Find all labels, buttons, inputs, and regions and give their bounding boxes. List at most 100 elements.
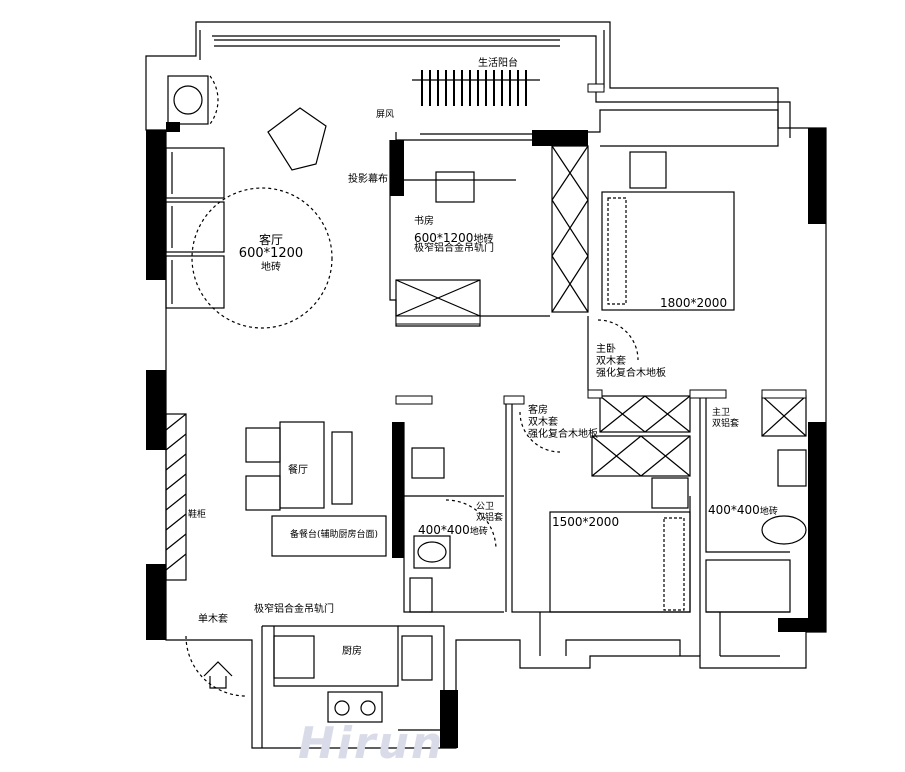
wall-block-5 — [532, 130, 588, 146]
master-bed — [601, 191, 735, 311]
study-tile-size: 600*1200 — [414, 231, 474, 245]
dining-chair-1 — [245, 427, 281, 463]
wall-block-1 — [146, 130, 166, 280]
guest-wardrobe-top — [599, 395, 691, 433]
master-wall — [588, 109, 779, 147]
guest-pillow — [663, 517, 685, 611]
study-tile-unit: 地砖 — [473, 234, 494, 245]
label-shoe-cabinet: 鞋柜 — [188, 510, 207, 520]
sofa-seat-3 — [165, 255, 225, 309]
study-desk — [435, 171, 475, 203]
outer-wall-inner — [212, 35, 791, 138]
pbath-cabinet — [409, 577, 433, 613]
brick-2 — [503, 395, 525, 405]
public-bath-tile-size: 400*400 — [418, 523, 470, 537]
mbath-wall — [699, 396, 790, 656]
wall-block-3 — [146, 564, 166, 640]
kitchen-cabinet — [398, 625, 445, 731]
label-master-bath-door: 双铝套 — [712, 419, 740, 429]
balcony-frame — [199, 30, 605, 88]
watermark: Hirun — [298, 718, 445, 769]
pbath-toilet — [417, 541, 447, 563]
guest-wardrobe-top-x — [599, 395, 691, 433]
wardrobe-x — [551, 145, 589, 313]
wall-block-10 — [440, 690, 458, 748]
master-pillow — [607, 197, 627, 305]
balcony-rail — [214, 39, 560, 47]
label-public-bath-tile: 400*400地砖 — [418, 520, 488, 538]
guest-wardrobe-bottom-x — [591, 435, 691, 477]
outer-wall — [145, 21, 827, 749]
guest-window — [539, 612, 681, 656]
guest-wall — [505, 396, 691, 613]
sofa-seat-2 — [165, 201, 225, 253]
master-bath-tile-unit: 地砖 — [759, 507, 778, 517]
label-guest-floor: 强化复合木地板 — [528, 429, 598, 440]
label-balcony: 生活阳台 — [478, 58, 518, 69]
dining-table — [279, 421, 325, 509]
entry-door-swing — [185, 635, 247, 697]
pbath-toilet-area — [413, 535, 451, 569]
label-guest-door: 双木套 — [528, 417, 558, 428]
ac-unit — [167, 75, 209, 125]
sofa-seat-1 — [165, 147, 225, 199]
pbath-door-swing — [445, 499, 497, 549]
label-kitchen: 厨房 — [342, 646, 362, 657]
mbath-sink — [777, 449, 807, 487]
entry-arrow — [203, 661, 233, 689]
label-entry-door: 单木套 — [198, 614, 228, 625]
wall-block-9 — [390, 140, 404, 196]
wall-block-11 — [778, 618, 826, 632]
label-master-name: 主卧 — [596, 344, 616, 355]
shoe-cabinet-hatch — [165, 413, 187, 571]
label-projector: 投影幕布 — [348, 174, 388, 185]
wall-block-8 — [808, 422, 826, 632]
sideboard — [331, 431, 353, 505]
kitchen-stove — [327, 691, 383, 723]
guest-door-swing — [519, 411, 561, 453]
wall-block-4 — [166, 122, 180, 132]
stove-burner-2 — [360, 700, 376, 716]
label-guest-bed-size: 1500*2000 — [552, 515, 620, 529]
label-study-name: 书房 — [414, 216, 434, 227]
label-master-bed-size: 1800*2000 — [660, 296, 728, 310]
brick-1 — [395, 395, 433, 405]
label-public-bath-name: 公卫 — [476, 502, 495, 512]
shoe-cabinet — [165, 413, 187, 581]
guest-nightstand — [651, 477, 689, 509]
label-living-tile-unit: 地砖 — [261, 262, 281, 273]
brick-4 — [689, 389, 727, 399]
label-screen: 屏风 — [376, 110, 395, 120]
counter — [271, 515, 387, 557]
stove-burner-1 — [334, 700, 350, 716]
label-master-bath-name: 主卫 — [712, 408, 731, 418]
master-desk — [629, 151, 667, 189]
mbath-toilet — [761, 515, 807, 545]
balcony-window — [395, 132, 537, 141]
label-guest-name: 客房 — [528, 405, 548, 416]
brick-3 — [587, 389, 603, 399]
label-living-name: 客厅 — [258, 233, 283, 247]
label-study-tile: 600*1200地砖 — [414, 228, 493, 246]
master-door-swing — [597, 319, 639, 361]
kitchen-fridge — [273, 635, 315, 679]
pbath-sink — [411, 447, 445, 479]
label-counter: 备餐台(辅助厨房台面) — [290, 530, 379, 540]
brick-6 — [395, 315, 481, 325]
master-bath-tile-size: 400*400 — [708, 503, 760, 517]
wall-block-6 — [392, 422, 404, 558]
wall-block-7 — [808, 128, 826, 224]
label-living-tile: 600*1200 — [238, 246, 304, 261]
wall-block-2 — [146, 370, 166, 450]
study-cabinet-x2 — [395, 279, 481, 317]
kitchen-sink — [401, 635, 433, 681]
label-master-bath-tile: 400*400地砖 — [708, 500, 778, 518]
label-master-floor: 强化复合木地板 — [596, 368, 666, 379]
armchair — [267, 107, 327, 171]
mbath-shower-x — [761, 395, 807, 437]
public-bath-tile-unit: 地砖 — [469, 527, 488, 537]
dining-chair-2 — [245, 475, 281, 511]
mbath-tub — [705, 559, 791, 613]
rack-ticks — [421, 70, 527, 106]
